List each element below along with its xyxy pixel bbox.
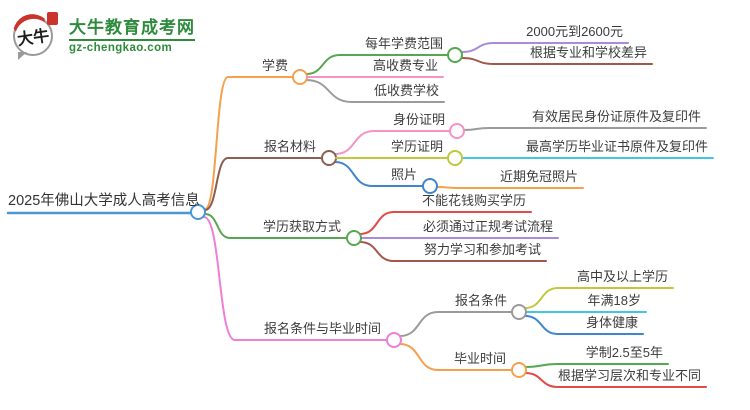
mindmap-node-nianman[interactable]: 年满18岁 [587, 293, 641, 308]
node-collapse-toggle-zhaopian[interactable] [422, 178, 438, 194]
mindmap-edge [463, 127, 490, 131]
mindmap-edge [524, 287, 559, 309]
mindmap-node-genju[interactable]: 根据学习层次和专业不同 [558, 368, 702, 383]
mindmap-edge [524, 315, 559, 335]
mindmap-node-biye[interactable]: 毕业时间 [453, 351, 506, 366]
mindmap-node-tiaojian[interactable]: 报名条件 [454, 293, 507, 308]
mindmap-node-xueli[interactable]: 学历证明 [390, 139, 443, 154]
mindmap-edge [305, 54, 341, 75]
mindmap-node-jiankang[interactable]: 身体健康 [585, 315, 638, 330]
mindmap-node-gaozhong[interactable]: 高中及以上学历 [576, 269, 668, 284]
mindmap-edge [334, 161, 373, 187]
mindmap-node-shenfen_detail[interactable]: 有效居民身份证原件及复印件 [531, 109, 701, 124]
site-logo: 大牛 大牛教育成考网 gz-chengkao.com [7, 8, 195, 63]
mindmap-node-fanwei[interactable]: 每年学费范围 [364, 36, 443, 51]
mindmap-node-xueli_detail[interactable]: 最高学历毕业证书原件及复印件 [525, 139, 708, 154]
mindmap-edge [399, 311, 439, 337]
mindmap-node-root[interactable]: 2025年佛山大学成人高考信息 [8, 193, 200, 209]
mindmap-node-zhenggui[interactable]: 必须通过正规考试流程 [422, 219, 553, 234]
mindmap-node-cailiao[interactable]: 报名材料 [263, 139, 316, 154]
node-collapse-toggle-root[interactable] [190, 204, 206, 220]
logo-title: 大牛教育成考网 [69, 17, 195, 37]
mindmap-node-zhaopian_detail[interactable]: 近期免冠照片 [499, 169, 578, 184]
node-collapse-toggle-huoqu[interactable] [346, 230, 362, 246]
mindmap-node-huoqu[interactable]: 学历获取方式 [262, 219, 341, 234]
mindmap-edge [203, 216, 236, 341]
mindmap-edge [399, 343, 439, 371]
mindmap-edge [359, 211, 395, 235]
node-collapse-toggle-xueli[interactable] [447, 150, 463, 166]
mindmap-node-price[interactable]: 2000元到2600元 [526, 24, 623, 39]
node-collapse-toggle-fanwei[interactable] [447, 47, 463, 63]
node-collapse-toggle-cailiao[interactable] [321, 150, 337, 166]
mindmap-node-tiaojian_biye[interactable]: 报名条件与毕业时间 [263, 321, 381, 336]
mindmap-edge [334, 130, 375, 155]
node-collapse-toggle-xuefei[interactable] [292, 69, 308, 85]
node-collapse-toggle-tiaojian[interactable] [511, 304, 527, 320]
mindmap-edge [305, 79, 353, 103]
node-collapse-toggle-shenfen[interactable] [449, 123, 465, 139]
logo-text-block: 大牛教育成考网 gz-chengkao.com [69, 18, 195, 55]
mindmap-node-gaoshoufei[interactable]: 高收费专业 [372, 58, 438, 73]
node-collapse-toggle-tiaojian_biye[interactable] [386, 332, 402, 348]
mindmap-node-xuezhi[interactable]: 学制2.5至5年 [585, 345, 663, 360]
mindmap-node-bunengmai[interactable]: 不能花钱购买学历 [421, 193, 526, 208]
mindmap-edge [204, 157, 229, 211]
node-collapse-toggle-biye[interactable] [511, 362, 527, 378]
mindmap-edge [204, 213, 231, 239]
mindmap-edge [524, 363, 559, 368]
mindmap-node-shenfen[interactable]: 身份证明 [392, 112, 445, 127]
mindmap-node-dishoufei[interactable]: 低收费学校 [373, 83, 439, 98]
mindmap-node-xuefei[interactable]: 学费 [261, 58, 288, 73]
mindmap-edge [524, 372, 559, 388]
mindmap-edge [359, 241, 395, 262]
mindmap-edge [204, 76, 229, 210]
logo-subtitle: gz-chengkao.com [69, 38, 195, 55]
daniu-bubble-logo-icon: 大牛 [7, 8, 60, 63]
bubble-tail-icon [18, 52, 27, 60]
mindmap-edge [436, 186, 460, 189]
mindmap-node-chayi[interactable]: 根据专业和学校差异 [529, 45, 647, 60]
mindmap-edge [461, 42, 495, 53]
red-seal-icon [47, 12, 58, 25]
mindmap-edge [461, 57, 495, 65]
mindmap-node-nuli[interactable]: 努力学习和参加考试 [423, 242, 541, 257]
mindmap-node-zhaopian[interactable]: 照片 [390, 167, 417, 182]
